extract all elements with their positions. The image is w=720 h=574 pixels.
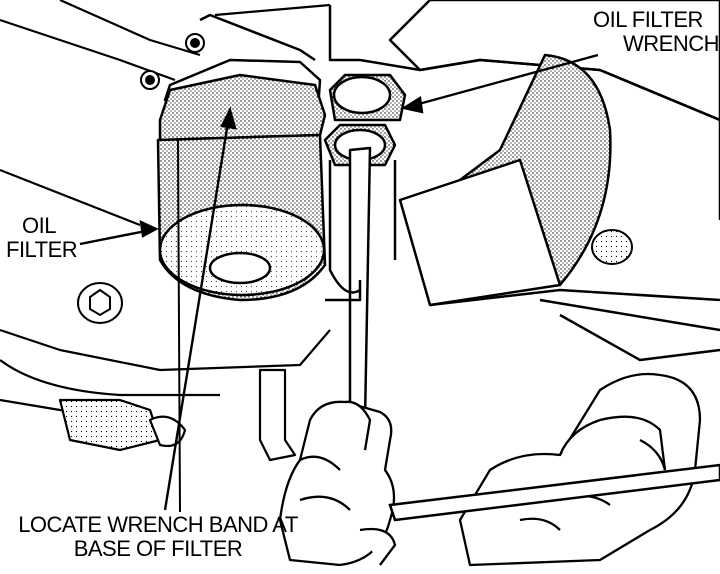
- oil-filter-wrench-label-line-1: OIL FILTER: [593, 7, 703, 32]
- wrench-band-label: LOCATE WRENCH BAND AT BASE OF FILTER: [8, 513, 308, 561]
- oil-filter-body: [156, 58, 327, 302]
- oil-filter-wrench-label: OIL FILTER WRENCH: [593, 7, 720, 56]
- wrench-band-label-line-2: BASE OF FILTER: [73, 536, 243, 561]
- crossmember-bracket: [328, 0, 720, 362]
- bolts: [77, 33, 633, 324]
- oil-filter-wrench: [323, 73, 407, 422]
- engine-block-background: [0, 0, 331, 422]
- leader-lines: [79, 53, 599, 513]
- oil-filter-label-line-1: OIL: [22, 213, 56, 238]
- left-hand: [278, 400, 397, 567]
- right-hand: [458, 372, 702, 567]
- oil-filter-wrench-label-line-2: WRENCH: [623, 31, 720, 56]
- oil-filter-label-line-2: FILTER: [6, 237, 78, 262]
- wrench-band-label-line-1: LOCATE WRENCH BAND AT: [18, 512, 298, 537]
- lower-support: [58, 368, 297, 462]
- wrench-handle-bar: [388, 463, 720, 522]
- oil-filter-label: OIL FILTER: [6, 213, 78, 262]
